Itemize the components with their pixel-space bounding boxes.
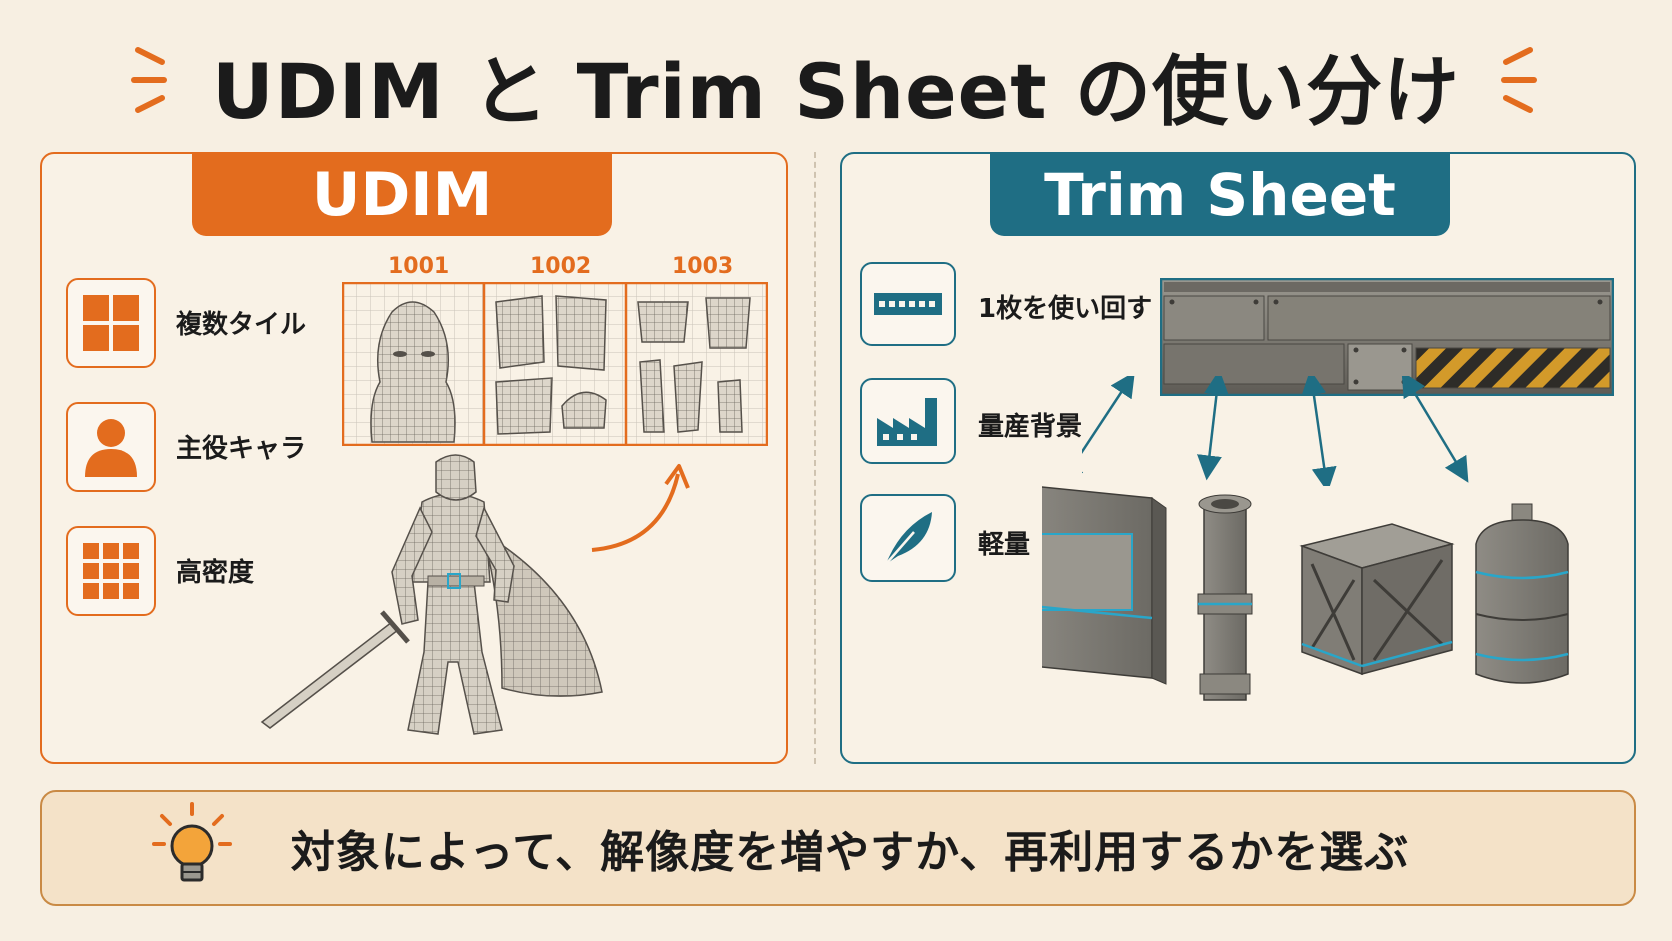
udim-feature-box-2 bbox=[66, 402, 156, 492]
tile-label-1002: 1002 bbox=[530, 254, 592, 279]
udim-feature-label-2: 主役キャラ bbox=[176, 434, 307, 464]
tile-label-1001: 1001 bbox=[388, 254, 450, 279]
trim-feature-label-3: 軽量 bbox=[978, 530, 1031, 560]
tile-label-1003: 1003 bbox=[672, 254, 734, 279]
udim-feature-box-1 bbox=[66, 278, 156, 368]
person-icon bbox=[85, 419, 137, 477]
spark-left-icon bbox=[131, 47, 167, 113]
trim-panel: Trim Sheet 1枚を使い回す 量産背景 軽量 bbox=[840, 152, 1636, 764]
udim-panel: UDIM 複数タイル 主役キャラ 高密度 1001 1002 1003 bbox=[40, 152, 788, 764]
trim-feature-box-3 bbox=[860, 494, 956, 582]
trim-feature-label-2: 量産背景 bbox=[978, 412, 1083, 442]
udim-feature-box-3 bbox=[66, 526, 156, 616]
page-title: UDIM と Trim Sheet の使い分け bbox=[211, 47, 1461, 136]
four-squares-icon bbox=[83, 295, 139, 351]
trim-feature-box-1 bbox=[860, 262, 956, 346]
curved-arrow-icon bbox=[591, 464, 690, 552]
knight-character-illustration bbox=[260, 454, 603, 735]
strip-icon bbox=[874, 293, 942, 315]
trim-feature-box-2 bbox=[860, 378, 956, 464]
udim-feature-label-3: 高密度 bbox=[176, 558, 255, 588]
summary-footer: 対象によって、解像度を増やすか、再利用するかを選ぶ bbox=[40, 790, 1636, 906]
environment-props-illustration bbox=[1042, 486, 1569, 701]
udim-feature-label-1: 複数タイル bbox=[176, 310, 307, 340]
mapping-arrows bbox=[1082, 376, 1469, 486]
udim-header: UDIM bbox=[192, 154, 612, 236]
factory-icon bbox=[877, 398, 937, 446]
dense-grid-icon bbox=[83, 543, 139, 599]
spark-right-icon bbox=[1501, 47, 1537, 113]
trim-feature-label-1: 1枚を使い回す bbox=[978, 294, 1153, 324]
trim-header: Trim Sheet bbox=[990, 154, 1450, 236]
center-divider bbox=[814, 152, 816, 764]
lightbulb-icon bbox=[152, 802, 232, 882]
footer-text: 対象によって、解像度を増やすか、再利用するかを選ぶ bbox=[290, 827, 1410, 878]
feather-icon bbox=[885, 512, 932, 565]
udim-uv-tiles bbox=[342, 282, 768, 446]
